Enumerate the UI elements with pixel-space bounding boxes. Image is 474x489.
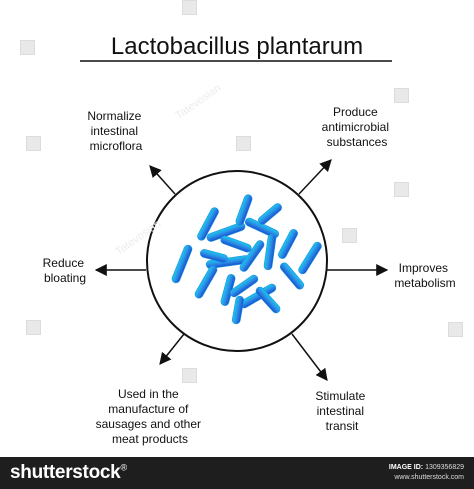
- watermark-logo-icon: [448, 322, 463, 337]
- watermark-logo-icon: [26, 136, 41, 151]
- arrow-stimulate: [291, 333, 328, 381]
- bacterium: [231, 295, 245, 325]
- site-url: www.shutterstock.com: [394, 474, 464, 481]
- brand-trademark: ®: [120, 462, 127, 473]
- bacterium: [255, 286, 281, 314]
- label-normalize: Normalize intestinal microflora: [87, 109, 144, 153]
- diagram-canvas: Lactobacillus plantarum Normalize intest…: [43, 33, 456, 446]
- watermark-logo-icon: [20, 40, 35, 55]
- bacterium: [197, 207, 219, 241]
- watermark-logo-icon: [394, 88, 409, 103]
- label-improves: Improves metabolism: [394, 261, 455, 290]
- watermark-logo-icon: [342, 228, 357, 243]
- bacterium: [220, 235, 252, 253]
- bacterium: [194, 265, 218, 299]
- arrow-produce: [298, 159, 332, 195]
- image-id: 1309356829: [425, 464, 464, 471]
- arrow-used: [159, 333, 185, 365]
- label-produce: Produce antimicrobial substances: [322, 105, 393, 149]
- bacterium: [298, 241, 322, 275]
- watermark-logo-icon: [182, 368, 197, 383]
- image-id-label: IMAGE ID:: [388, 464, 424, 471]
- bacterium: [263, 233, 277, 271]
- footer-bar: shutterstock® IMAGE ID: 1309356829 www.s…: [0, 457, 474, 489]
- bacterium: [258, 203, 282, 225]
- image-meta: IMAGE ID: 1309356829 www.shutterstock.co…: [389, 463, 464, 483]
- bacterium: [200, 249, 228, 263]
- brand-logo: shutterstock®: [10, 462, 127, 484]
- watermark-logo-icon: [182, 0, 197, 15]
- watermark-logo-icon: [236, 136, 251, 151]
- arrow-normalize: [149, 165, 176, 195]
- bacteria-cluster: [171, 194, 322, 325]
- bacterium: [229, 274, 259, 298]
- bacterium: [279, 262, 305, 290]
- bacterium: [171, 244, 193, 284]
- bacterium: [206, 222, 246, 242]
- diagram-title: Lactobacillus plantarum: [111, 33, 363, 60]
- label-stimulate: Stimulate intestinal transit: [315, 389, 368, 433]
- bacterium: [235, 194, 253, 226]
- bacterium: [239, 240, 265, 272]
- brand-name: shutterstock: [10, 462, 121, 483]
- watermark-logo-icon: [394, 182, 409, 197]
- watermark-logo-icon: [26, 320, 41, 335]
- bacterium: [278, 229, 298, 259]
- label-used: Used in the manufacture of sausages and …: [96, 387, 205, 446]
- label-reduce: Reduce bloating: [43, 256, 88, 285]
